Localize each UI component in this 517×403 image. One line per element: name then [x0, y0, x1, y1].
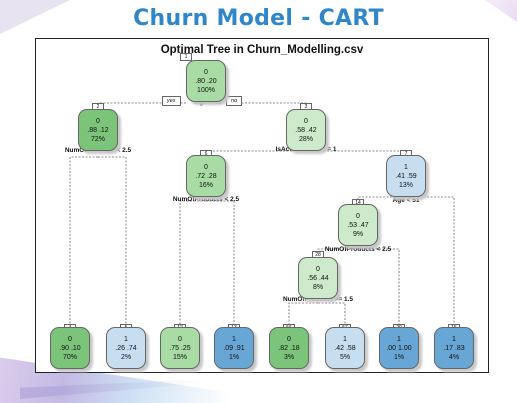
- tree-title: Optimal Tree in Churn_Modelling.csv: [160, 44, 364, 56]
- split-label-node-28: NumOfProducts >= 1.5: [282, 296, 354, 303]
- edge-14-28: [317, 248, 358, 257]
- node-id-1: 1: [180, 53, 192, 61]
- split-label-node-6: NumOfProducts < 2.5: [172, 196, 240, 203]
- edge-28-57: [318, 302, 346, 327]
- edge-6-13: [206, 200, 235, 327]
- branch-no-tag: no: [226, 96, 243, 106]
- slide-title: Churn Model - CART: [133, 6, 384, 31]
- split-label-node-7: Age < 51: [392, 197, 420, 204]
- edge-2-4: [69, 156, 98, 327]
- edge-6-12: [179, 200, 206, 327]
- edge-7-15: [406, 196, 455, 327]
- edge-14-29: [358, 248, 400, 327]
- split-label-node-14: NumOfProducts < 2.5: [324, 246, 392, 253]
- edge-2-5: [98, 156, 127, 327]
- edge-28-56: [288, 302, 318, 327]
- corner-decoration-top-left: [0, 0, 70, 34]
- tree-panel: Optimal Tree in Churn_Modelling.csv yes …: [35, 38, 489, 373]
- tree-edges: [69, 102, 455, 327]
- split-label-node-1: Age < 43: [194, 99, 222, 106]
- branch-yes-tag: yes: [162, 96, 181, 106]
